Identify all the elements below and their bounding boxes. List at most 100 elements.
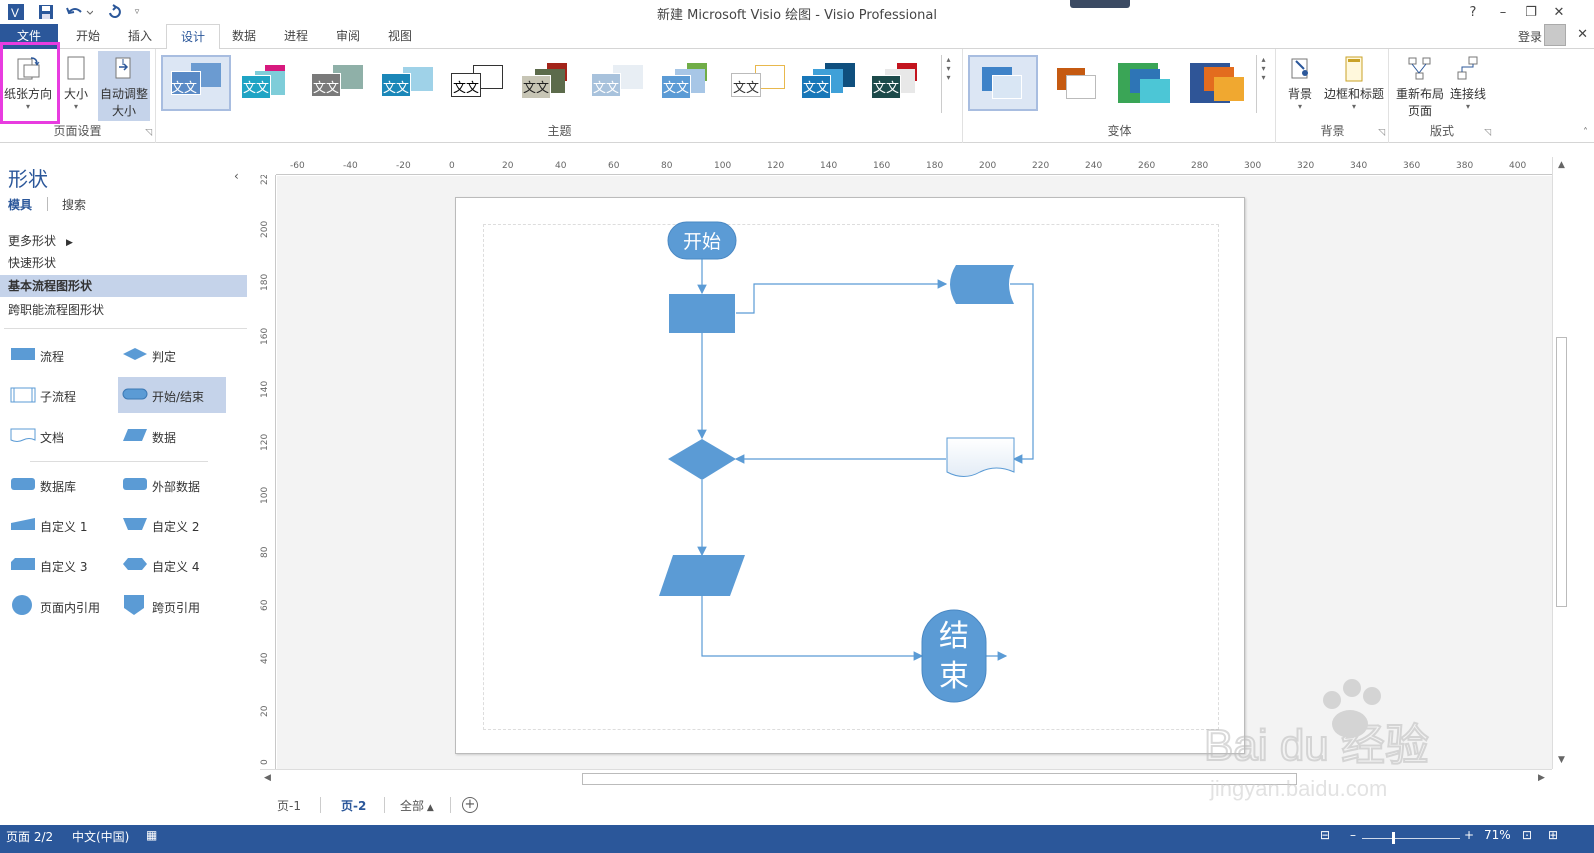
visio-app-icon[interactable]: V (6, 2, 26, 22)
avatar[interactable] (1544, 24, 1566, 46)
shape-process[interactable]: 流程 (6, 337, 114, 373)
drawing-canvas[interactable]: 开始 结 束 (277, 176, 1552, 769)
pan-zoom-icon[interactable]: ⊞ (1548, 828, 1559, 842)
shape-custom-2[interactable]: 自定义 2 (118, 507, 226, 543)
orientation-button[interactable]: 纸张方向 ▾ (4, 51, 52, 121)
tab-design[interactable]: 设计 (166, 24, 221, 50)
zoom-level[interactable]: 71% (1484, 828, 1511, 842)
all-pages-tab[interactable]: 全部 ▲ (400, 799, 434, 813)
document-shape[interactable] (946, 437, 1015, 477)
stencil-basic-flowchart[interactable]: 基本流程图形状 (0, 275, 247, 297)
macro-record-icon[interactable]: ▦ (146, 828, 158, 842)
dialog-launcher-icon[interactable]: ◹ (145, 128, 152, 138)
tab-search[interactable]: 搜索 (62, 198, 87, 212)
stencil-more-shapes[interactable]: 更多形状▶ (8, 234, 73, 248)
zoom-out-icon[interactable]: – (1350, 828, 1356, 842)
zoom-slider-thumb[interactable] (1392, 832, 1395, 844)
background-button[interactable]: 背景 ▾ (1279, 51, 1321, 121)
shape-on-page-reference[interactable]: 页面内引用 (6, 588, 114, 624)
variant-swatch[interactable] (1114, 57, 1180, 109)
collapse-pane-icon[interactable]: ‹ (234, 169, 239, 183)
gallery-scroll[interactable]: ▴▾▾ (941, 55, 955, 113)
variant-swatch[interactable] (1042, 57, 1108, 109)
data-shape[interactable] (659, 555, 745, 596)
vertical-scroll-thumb[interactable] (1556, 337, 1567, 607)
collapse-ribbon-icon[interactable]: ˄ (1583, 127, 1588, 138)
variant-swatch[interactable] (1186, 57, 1252, 109)
fit-window-icon[interactable]: ⊡ (1522, 828, 1533, 842)
drawing-page[interactable]: 开始 结 束 (455, 197, 1245, 754)
theme-swatch[interactable]: 文文 (795, 57, 861, 109)
theme-swatch[interactable]: 文文 (305, 57, 371, 109)
theme-swatch[interactable]: 文文 (375, 57, 441, 109)
start-terminator[interactable]: 开始 (667, 221, 737, 260)
tab-review[interactable]: 审阅 (336, 29, 361, 43)
page-indicator[interactable]: 页面 2/2 (6, 830, 54, 844)
fit-page-icon[interactable]: ⊟ (1320, 828, 1331, 842)
customize-qat-icon[interactable]: ▿ (134, 7, 140, 17)
shape-subprocess[interactable]: 子流程 (6, 377, 114, 413)
theme-swatch[interactable]: 文文 (161, 55, 231, 111)
connectors-button[interactable]: 连接线 ▾ (1446, 51, 1490, 121)
horizontal-scroll-thumb[interactable] (582, 773, 1297, 785)
relayout-page-button[interactable]: 重新布局 页面 (1394, 51, 1446, 121)
restore-button[interactable]: ❐ (1525, 4, 1537, 20)
shape-data[interactable]: 数据 (118, 418, 226, 454)
auto-size-button[interactable]: 自动调整 大小 (98, 51, 150, 121)
scroll-up-icon[interactable]: ▲ (1558, 160, 1565, 170)
zoom-in-icon[interactable]: + (1464, 828, 1475, 842)
vertical-scrollbar[interactable]: ▲ ▼ (1552, 157, 1570, 769)
theme-swatch[interactable]: 文文 (725, 57, 791, 109)
shape-custom-3[interactable]: 自定义 3 (6, 547, 114, 583)
tab-view[interactable]: 视图 (388, 29, 413, 43)
tab-data[interactable]: 数据 (232, 29, 257, 43)
tab-process[interactable]: 进程 (284, 29, 309, 43)
theme-swatch[interactable]: 文文 (445, 57, 511, 109)
end-terminator[interactable]: 结 束 (921, 609, 987, 703)
page-tab-1[interactable]: 页-1 (277, 799, 301, 813)
redo-icon[interactable] (104, 2, 126, 22)
shape-custom-1[interactable]: 自定义 1 (6, 507, 114, 543)
add-page-icon[interactable]: + (462, 797, 478, 813)
stored-data-shape[interactable] (950, 265, 1014, 304)
help-button[interactable]: ? (1469, 4, 1477, 20)
borders-titles-button[interactable]: 边框和标题 ▾ (1321, 51, 1387, 121)
close-button[interactable]: ✕ (1553, 4, 1565, 20)
undo-icon[interactable] (64, 2, 94, 22)
process-shape[interactable] (669, 294, 735, 333)
page-tab-2[interactable]: 页-2 (341, 799, 367, 813)
variant-swatch[interactable] (968, 55, 1038, 111)
close-document-icon[interactable]: ✕ (1577, 27, 1588, 42)
shape-external-data[interactable]: 外部数据 (118, 467, 226, 503)
variant-gallery-scroll[interactable]: ▴▾▾ (1256, 55, 1270, 113)
connector[interactable] (701, 596, 924, 661)
tab-home[interactable]: 开始 (76, 29, 101, 43)
shape-document[interactable]: 文档 (6, 418, 114, 454)
sign-in-link[interactable]: 登录 (1517, 30, 1542, 44)
dialog-launcher-icon[interactable]: ◹ (1484, 128, 1491, 138)
connector[interactable] (736, 279, 948, 314)
theme-swatch[interactable]: 文文 (655, 57, 721, 109)
theme-swatch[interactable]: 文文 (235, 57, 301, 109)
stencil-cross-functional[interactable]: 跨职能流程图形状 (8, 303, 105, 317)
stencil-quick-shapes[interactable]: 快速形状 (8, 256, 57, 270)
theme-swatch[interactable]: 文文 (865, 57, 931, 109)
theme-swatch[interactable]: 文文 (585, 57, 651, 109)
dialog-launcher-icon[interactable]: ◹ (1378, 128, 1385, 138)
shape-decision[interactable]: 判定 (118, 337, 226, 373)
shape-start-end[interactable]: 开始/结束 (118, 377, 226, 413)
connector[interactable] (1010, 283, 1034, 464)
shape-off-page-reference[interactable]: 跨页引用 (118, 588, 226, 624)
scroll-right-icon[interactable]: ▶ (1538, 773, 1545, 783)
zoom-slider[interactable] (1362, 838, 1460, 839)
scroll-left-icon[interactable]: ◀ (264, 773, 271, 783)
minimize-button[interactable]: – (1499, 4, 1507, 20)
scroll-down-icon[interactable]: ▼ (1558, 755, 1565, 765)
tab-file[interactable]: 文件 (0, 24, 58, 49)
save-icon[interactable] (36, 2, 56, 22)
shape-custom-4[interactable]: 自定义 4 (118, 547, 226, 583)
tab-insert[interactable]: 插入 (128, 29, 153, 43)
theme-swatch[interactable]: 文文 (515, 57, 581, 109)
decision-shape[interactable] (668, 439, 736, 480)
language-indicator[interactable]: 中文(中国) (72, 830, 130, 844)
